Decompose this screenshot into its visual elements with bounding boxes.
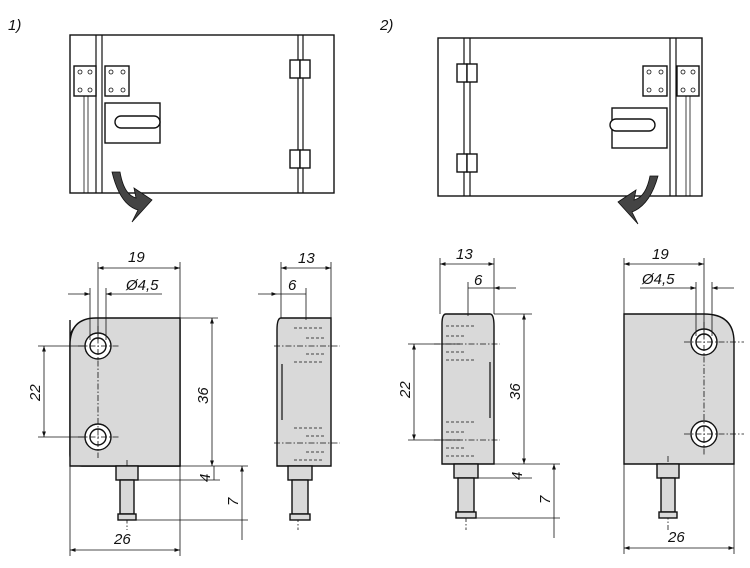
dimensions-front-right: 19 Ø4,5 26 [623,246,735,554]
dim-diameter-label: Ø4,5 [125,277,159,294]
panel-1-label: 1) [8,17,21,34]
cable-gland [453,463,479,479]
dim-22-label: 22 [397,381,414,399]
dimensions-front-left: 19 Ø4,5 22 36 4 7 26 [27,249,248,556]
door-assembly-right [437,37,703,225]
door-assembly-left [69,34,335,223]
dim-26-label: 26 [113,531,131,548]
panel-2-label: 2) [379,17,393,34]
hinge-bottom [456,153,468,173]
dim-19-label: 19 [128,249,145,266]
actuator-plate [104,65,130,97]
cable-gland [287,465,313,481]
dim-13-label: 13 [456,246,473,263]
dimensions-side-right: 13 6 22 36 4 7 [397,246,560,538]
door-handle [114,115,161,129]
actuator-plate [642,65,668,97]
sensor-front-view-right [623,313,744,530]
sensor-front-view-left [69,317,181,530]
dim-22-label: 22 [27,384,44,402]
dim-6-label: 6 [474,272,483,289]
dim-36-label: 36 [195,387,212,404]
dim-7-label: 7 [537,495,554,504]
dim-7-label: 7 [225,497,242,506]
dim-4-label: 4 [509,472,526,480]
hinge-top [456,63,468,83]
door-handle [609,118,656,132]
swing-arrow-icon [617,175,659,225]
swing-arrow-icon [111,171,153,223]
dim-diameter-label: Ø4,5 [641,271,675,288]
dim-6-label: 6 [288,277,297,294]
sensor-plate [676,65,700,97]
dim-4-label: 4 [197,474,214,482]
sensor-plate [73,65,97,97]
dim-19-label: 19 [652,246,669,263]
sensor-side-view-right [434,313,500,530]
cable-gland [115,465,139,481]
dim-36-label: 36 [507,383,524,400]
dim-13-label: 13 [298,250,315,267]
hinge-top [289,59,301,79]
sensor-side-view-left [274,317,340,530]
hinge-bottom [289,149,301,169]
dim-26-label: 26 [667,529,685,546]
cable-gland [656,463,680,479]
dimensions-side-left: 13 6 [258,250,332,320]
